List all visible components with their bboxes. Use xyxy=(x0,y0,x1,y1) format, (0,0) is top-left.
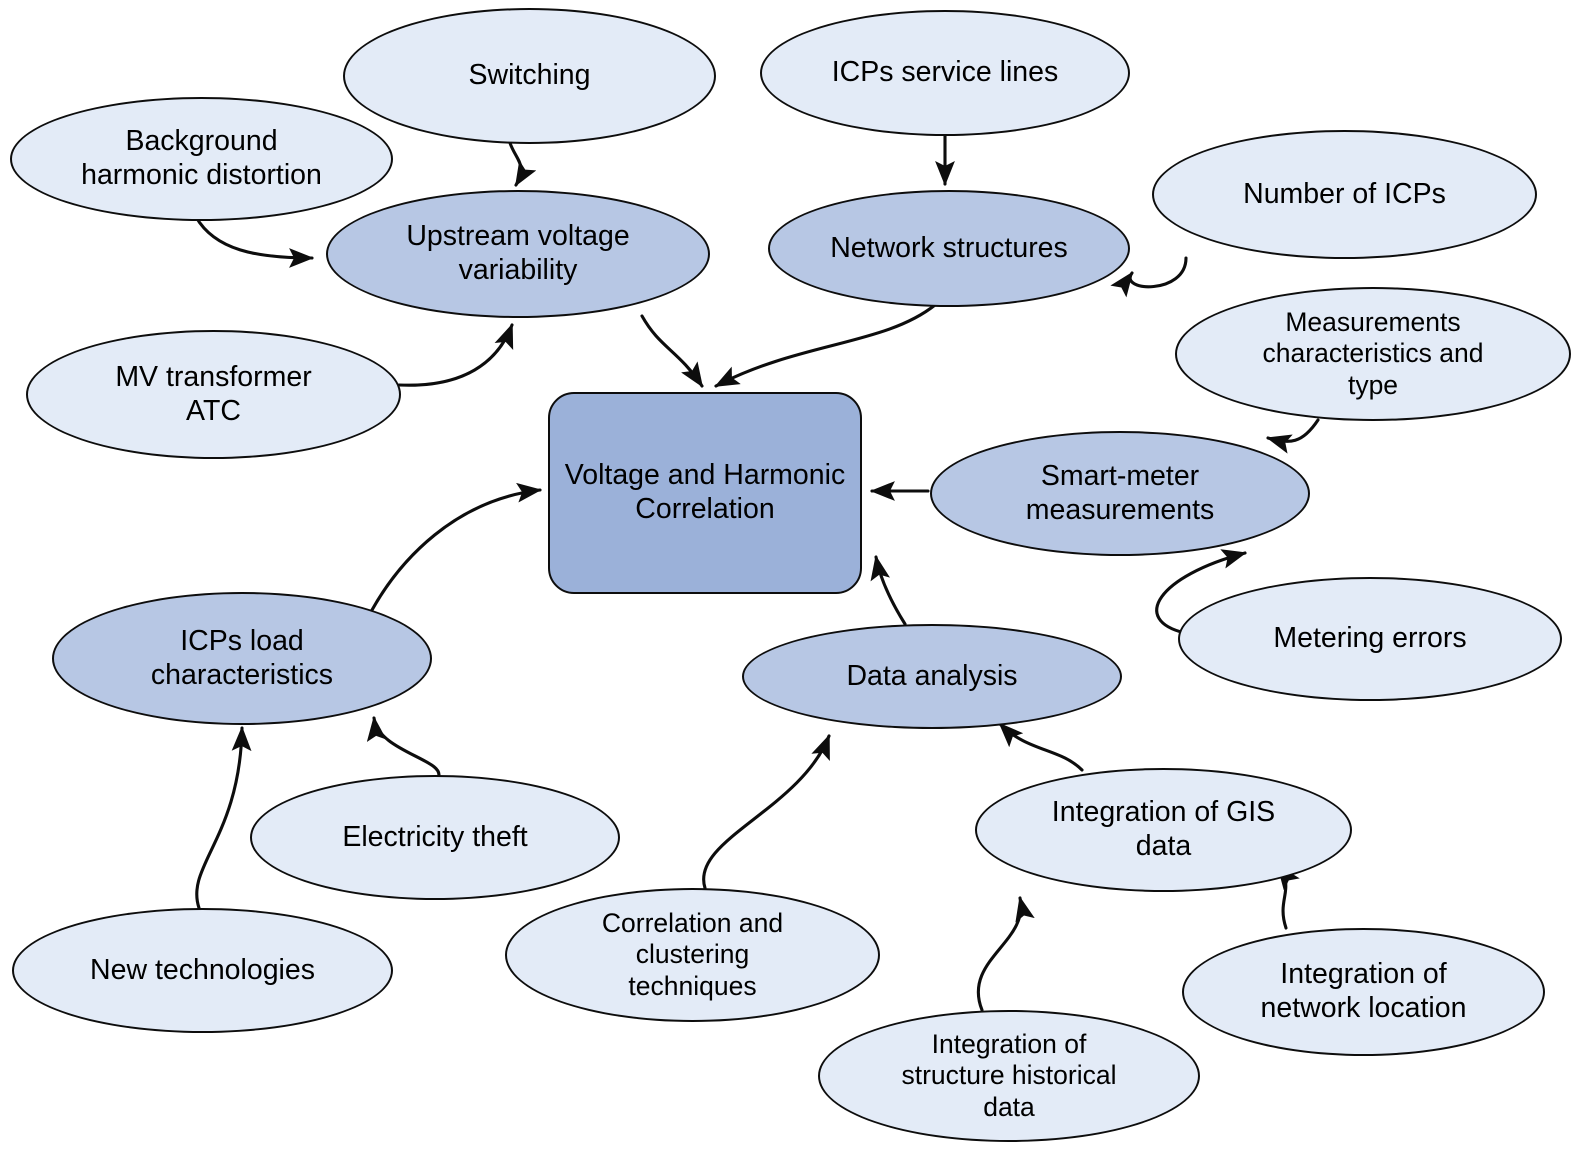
node-electricity-theft[interactable]: Electricity theft xyxy=(250,775,620,900)
edge-network-structures-to-voltage-and-harmonic-correlation xyxy=(714,303,937,388)
node-integration-of-structure-historical-data[interactable]: Integration of structure historical data xyxy=(818,1010,1200,1142)
node-integration-of-gis-data[interactable]: Integration of GIS data xyxy=(975,768,1352,892)
node-label-smart-meter-measurements: Smart-meter measurements xyxy=(1025,459,1215,526)
node-background-harmonic-distortion[interactable]: Background harmonic distortion xyxy=(10,97,393,221)
node-label-electricity-theft: Electricity theft xyxy=(342,820,528,853)
node-voltage-and-harmonic-correlation[interactable]: Voltage and Harmonic Correlation xyxy=(548,392,862,594)
node-number-of-icps[interactable]: Number of ICPs xyxy=(1152,130,1537,259)
node-integration-of-network-location[interactable]: Integration of network location xyxy=(1182,928,1545,1056)
node-icps-service-lines[interactable]: ICPs service lines xyxy=(760,10,1130,136)
node-label-integration-of-structure-historical-data: Integration of structure historical data xyxy=(901,1029,1117,1122)
node-label-network-structures: Network structures xyxy=(830,231,1068,264)
edge-integration-of-structure-historical-data-to-integration-of-gis-data xyxy=(976,896,1035,1012)
node-label-data-analysis: Data analysis xyxy=(846,659,1018,692)
node-label-switching: Switching xyxy=(468,59,591,92)
edge-switching-to-upstream-voltage-variability xyxy=(508,141,537,187)
edge-mv-transformer-atc-to-upstream-voltage-variability xyxy=(397,323,514,387)
node-label-upstream-voltage-variability: Upstream voltage variability xyxy=(406,220,630,286)
node-data-analysis[interactable]: Data analysis xyxy=(742,624,1122,729)
edge-correlation-and-clustering-techniques-to-data-analysis xyxy=(702,734,831,890)
edge-data-analysis-to-voltage-and-harmonic-correlation xyxy=(870,555,907,626)
node-switching[interactable]: Switching xyxy=(343,8,716,144)
node-label-integration-of-network-location: Integration of network location xyxy=(1260,958,1467,1024)
edge-number-of-icps-to-network-structures xyxy=(1110,256,1188,298)
node-network-structures[interactable]: Network structures xyxy=(768,190,1130,307)
node-upstream-voltage-variability[interactable]: Upstream voltage variability xyxy=(326,190,710,318)
node-label-metering-errors: Metering errors xyxy=(1273,622,1467,655)
node-measurements-characteristics-and-type[interactable]: Measurements characteristics and type xyxy=(1175,287,1571,421)
node-label-voltage-and-harmonic-correlation: Voltage and Harmonic Correlation xyxy=(564,459,846,525)
node-label-icps-service-lines: ICPs service lines xyxy=(831,56,1059,89)
edge-icps-load-characteristics-to-voltage-and-harmonic-correlation xyxy=(370,482,542,612)
node-label-background-harmonic-distortion: Background harmonic distortion xyxy=(81,125,322,191)
node-metering-errors[interactable]: Metering errors xyxy=(1178,577,1562,701)
edge-integration-of-gis-data-to-data-analysis xyxy=(998,722,1084,772)
node-label-measurements-characteristics-and-type: Measurements characteristics and type xyxy=(1262,307,1484,400)
node-label-integration-of-gis-data: Integration of GIS data xyxy=(1051,796,1276,862)
node-new-technologies[interactable]: New technologies xyxy=(12,908,393,1033)
node-correlation-and-clustering-techniques[interactable]: Correlation and clustering techniques xyxy=(505,888,880,1022)
edge-new-technologies-to-icps-load-characteristics xyxy=(195,726,252,910)
node-label-icps-load-characteristics: ICPs load characteristics xyxy=(150,624,334,691)
node-smart-meter-measurements[interactable]: Smart-meter measurements xyxy=(930,431,1310,556)
node-icps-load-characteristics[interactable]: ICPs load characteristics xyxy=(52,592,432,725)
edge-background-harmonic-distortion-to-upstream-voltage-variability xyxy=(194,215,314,268)
node-label-mv-transformer-atc: MV transformer ATC xyxy=(115,360,312,427)
edge-measurements-characteristics-and-type-to-smart-meter-measurements xyxy=(1266,418,1320,454)
edge-electricity-theft-to-icps-load-characteristics xyxy=(366,716,441,780)
edge-upstream-voltage-variability-to-voltage-and-harmonic-correlation xyxy=(640,314,704,388)
node-mv-transformer-atc[interactable]: MV transformer ATC xyxy=(26,330,401,459)
node-label-new-technologies: New technologies xyxy=(90,953,315,986)
node-label-number-of-icps: Number of ICPs xyxy=(1243,177,1446,210)
node-label-correlation-and-clustering-techniques: Correlation and clustering techniques xyxy=(601,908,784,1001)
